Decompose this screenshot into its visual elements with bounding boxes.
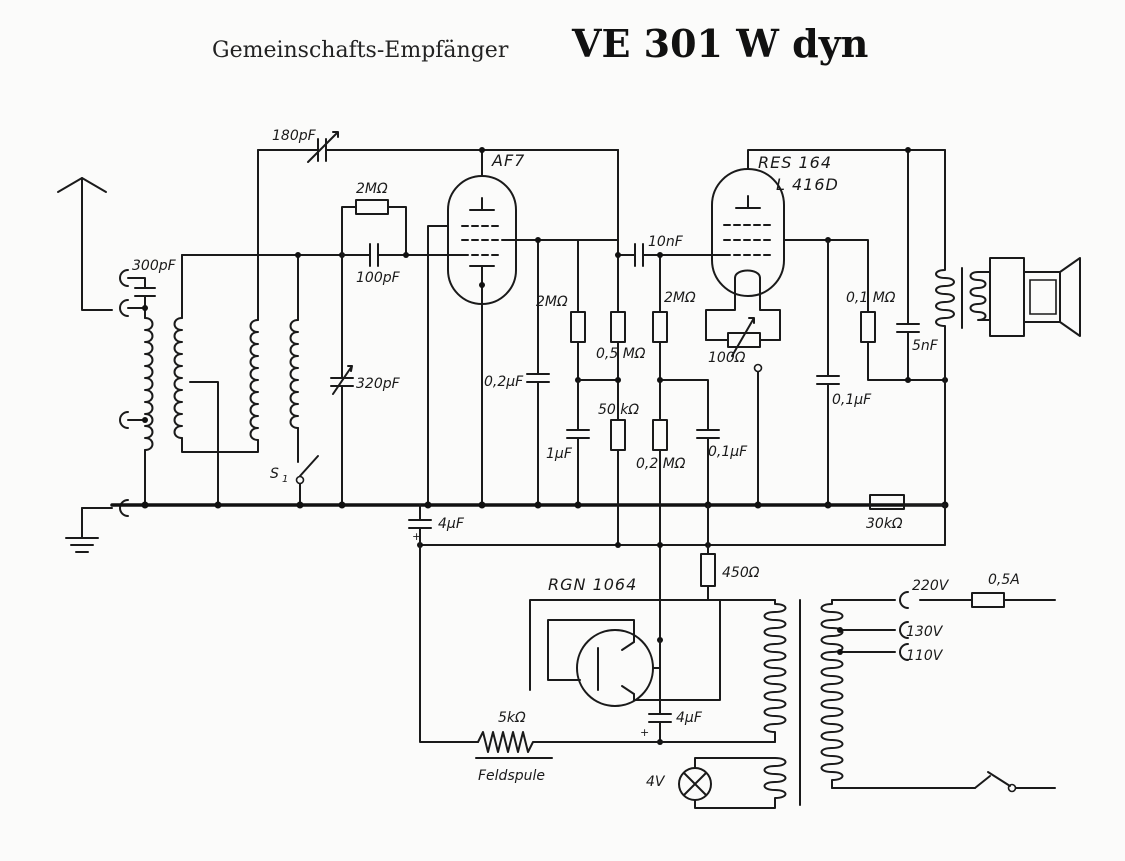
- capacitor-1uf: 1µF: [546, 379, 590, 506]
- resistor-05m: 0,5 MΩ: [596, 311, 646, 362]
- lamp-icon: 4V: [646, 757, 776, 809]
- feedback-capacitor: 180pF: [257, 128, 619, 163]
- capacitor-5nf: 5nF: [896, 149, 939, 381]
- svg-text:1µF: 1µF: [546, 446, 573, 462]
- svg-text:0,1 MΩ: 0,1 MΩ: [846, 290, 896, 306]
- label-300pf: 300pF: [132, 258, 177, 274]
- svg-text:RES 164: RES 164: [758, 153, 832, 172]
- svg-text:100Ω: 100Ω: [708, 350, 746, 366]
- antenna-coil: [127, 277, 156, 506]
- svg-text:110V: 110V: [906, 648, 944, 664]
- resistor-01m: 0,1 MΩ: [846, 290, 946, 381]
- tuning-capacitor: 320pF: [330, 254, 401, 506]
- resistor-30k: 30kΩ: [827, 494, 946, 546]
- svg-text:RGN 1064: RGN 1064: [548, 575, 637, 594]
- tube-res164: RES 164 L 416D: [705, 149, 946, 341]
- svg-text:5kΩ: 5kΩ: [498, 710, 526, 726]
- svg-text:AF7: AF7: [491, 151, 525, 170]
- field-coil: 5kΩ Feldspule: [419, 544, 776, 784]
- svg-text:450Ω: 450Ω: [722, 565, 760, 581]
- resistor-450: 450Ω: [700, 553, 760, 601]
- svg-text:10nF: 10nF: [648, 234, 684, 250]
- tube-af7: AF7: [427, 149, 579, 506]
- svg-text:50 kΩ: 50 kΩ: [598, 402, 639, 418]
- svg-text:130V: 130V: [906, 624, 944, 640]
- svg-text:5nF: 5nF: [912, 338, 939, 354]
- capacitor-02uf: 0,2µF: [484, 239, 550, 506]
- label-s1: S: [270, 466, 279, 482]
- fuse: 0,5A: [919, 572, 1056, 608]
- svg-text:180pF: 180pF: [272, 128, 317, 144]
- capacitor-01uf-a: 0,1µF: [696, 429, 748, 506]
- grid-resistor: 2MΩ: [341, 181, 407, 256]
- rectifier-rgn1064: RGN 1064: [529, 575, 776, 707]
- svg-text:+: +: [412, 530, 421, 543]
- svg-text:0,1µF: 0,1µF: [832, 392, 872, 408]
- power-transformer: [763, 599, 976, 806]
- grid-capacitor: 100pF: [341, 243, 456, 286]
- svg-text:2MΩ: 2MΩ: [664, 290, 696, 306]
- resistor-50k: 50 kΩ: [598, 402, 639, 451]
- svg-text:2MΩ: 2MΩ: [356, 181, 388, 197]
- output-transformer: [935, 149, 991, 506]
- svg-text:0,2µF: 0,2µF: [484, 374, 524, 390]
- capacitor-4uf-b: + 4µF: [640, 639, 703, 743]
- svg-text:30kΩ: 30kΩ: [866, 516, 903, 532]
- capacitor-10nf: 10nF: [577, 234, 711, 267]
- svg-text:4µF: 4µF: [676, 710, 703, 726]
- svg-text:4V: 4V: [646, 774, 666, 790]
- svg-text:Feldspule: Feldspule: [478, 768, 545, 784]
- capacitor-4uf-a: + 4µF: [408, 504, 465, 546]
- rf-coils: [173, 149, 299, 506]
- svg-text:+: +: [640, 726, 649, 739]
- svg-text:220V: 220V: [912, 578, 950, 594]
- title-model: VE 301 W dyn: [571, 21, 868, 66]
- svg-text:100pF: 100pF: [356, 270, 401, 286]
- capacitor-01uf-b: 0,1µF: [816, 239, 872, 506]
- resistor-2m-a: 2MΩ: [536, 294, 586, 381]
- antenna-icon: [57, 177, 113, 311]
- svg-text:2MΩ: 2MΩ: [536, 294, 568, 310]
- svg-text:0,5 MΩ: 0,5 MΩ: [596, 346, 646, 362]
- svg-text:L 416D: L 416D: [776, 175, 839, 194]
- potentiometer-100: 100Ω: [705, 317, 781, 506]
- speaker-icon: [989, 257, 1081, 337]
- switch-s1: S 1: [270, 455, 319, 506]
- title-subtitle: Gemeinschafts-Empfänger: [212, 38, 509, 63]
- svg-text:1: 1: [282, 474, 288, 485]
- switch-icon: [974, 771, 1056, 793]
- svg-text:320pF: 320pF: [356, 376, 401, 392]
- ground-icon: [65, 507, 113, 553]
- svg-text:4µF: 4µF: [438, 516, 465, 532]
- svg-text:0,5A: 0,5A: [988, 572, 1020, 588]
- svg-text:0,1µF: 0,1µF: [708, 444, 748, 460]
